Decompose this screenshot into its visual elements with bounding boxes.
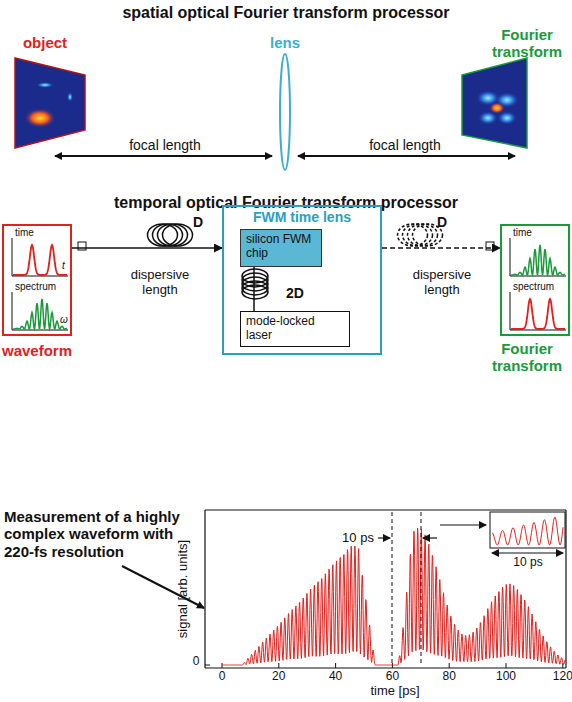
drawing-path (222, 528, 566, 665)
callout-text: Measurement of a highly complex waveform… (4, 508, 194, 560)
drawing-line (510, 238, 511, 276)
drawing-polygon (15, 58, 85, 148)
drawing-ellipse (24, 108, 56, 128)
drawing-line (378, 537, 390, 538)
drawing-rect (486, 242, 494, 250)
axis-label: 10 ps (336, 531, 380, 546)
axis-label: signal [arb. units] (176, 540, 191, 638)
box-text: silicon FWM chip (241, 230, 321, 264)
box-heading: waveform (2, 342, 92, 359)
drawing-ellipse (242, 281, 268, 295)
drawing-line (492, 553, 563, 554)
drawing-line (205, 665, 210, 666)
drawing-path (511, 245, 565, 275)
part-label: dispersive length (400, 268, 484, 298)
plot (502, 226, 568, 334)
drawing-ellipse (280, 54, 290, 170)
drawing-ellipse (67, 92, 73, 102)
connector (72, 247, 222, 249)
axis-label: ω (60, 314, 68, 326)
drawing-ellipse (489, 102, 505, 114)
drawing-rect (78, 242, 86, 250)
part-label: lens (255, 34, 315, 51)
drawing-line (392, 512, 393, 666)
drawing-line (423, 537, 437, 538)
box-text: mode-locked laser (241, 312, 349, 346)
axis-label: spectrum (15, 281, 56, 293)
component-box: mode-locked laser (240, 311, 350, 347)
part-label: focal length (350, 137, 460, 153)
tick-label: 60 (377, 670, 407, 684)
axis-label: 10 ps (505, 556, 551, 570)
drawing-polygon (462, 58, 527, 148)
box-heading: FWM time lens (224, 209, 380, 225)
part-label: dispersive length (118, 268, 202, 298)
drawing-line (12, 238, 13, 276)
title: spatial optical Fourier transform proces… (0, 4, 572, 22)
drawing-path (492, 517, 563, 545)
part-label: D (432, 214, 452, 230)
drawing-line (449, 663, 450, 668)
part-label: Fourier transform (482, 26, 572, 61)
tick-label: 120 (548, 670, 572, 684)
time-lens-box: silicon FWM chip mode-locked laser FWM tim… (222, 205, 382, 355)
waveform-box: timetspectrumωwaveform (2, 224, 72, 336)
drawing-line (510, 292, 511, 330)
waveform-box: timespectrumFourier transform (500, 224, 570, 336)
axis-label: time (513, 227, 532, 239)
drawing-line (421, 512, 422, 666)
drawing-rect (490, 512, 565, 548)
tick-label: 80 (434, 670, 464, 684)
drawing-line (122, 566, 204, 608)
drawing-line (55, 155, 272, 157)
component-box: silicon FWM chip (240, 229, 322, 267)
part-label: object (10, 34, 80, 51)
tick-label: 100 (491, 670, 521, 684)
drawing-ellipse (163, 224, 193, 246)
drawing-line (440, 524, 486, 525)
axis-label: time (15, 227, 34, 239)
drawing-path (511, 299, 565, 329)
part-label: D (188, 214, 208, 230)
box-heading: Fourier transform (482, 340, 572, 375)
drawing-ellipse (36, 82, 54, 88)
tick-label: 20 (264, 670, 294, 684)
connector (253, 267, 255, 311)
drawing-ellipse (242, 285, 268, 299)
connector (382, 247, 500, 249)
part-label: 2D (280, 285, 310, 301)
tick-label: 0 (207, 670, 237, 684)
drawing-line (205, 509, 566, 510)
drawing-line (204, 510, 205, 668)
drawing-line (298, 155, 515, 157)
drawing-line (506, 663, 507, 668)
drawing-line (565, 510, 566, 668)
drawing-line (335, 663, 336, 668)
tick-label: 40 (321, 670, 351, 684)
drawing-line (205, 667, 566, 668)
axis-label: time [ps] (340, 684, 450, 699)
drawing-line (12, 292, 13, 330)
drawing-ellipse (242, 277, 268, 291)
drawing-path (13, 245, 67, 275)
axis-label: t (62, 260, 65, 272)
axis-label: 0 (190, 655, 202, 669)
part-label: focal length (110, 137, 220, 153)
axis-label: spectrum (513, 281, 554, 293)
drawing-line (278, 663, 279, 668)
drawing-path (13, 299, 67, 329)
